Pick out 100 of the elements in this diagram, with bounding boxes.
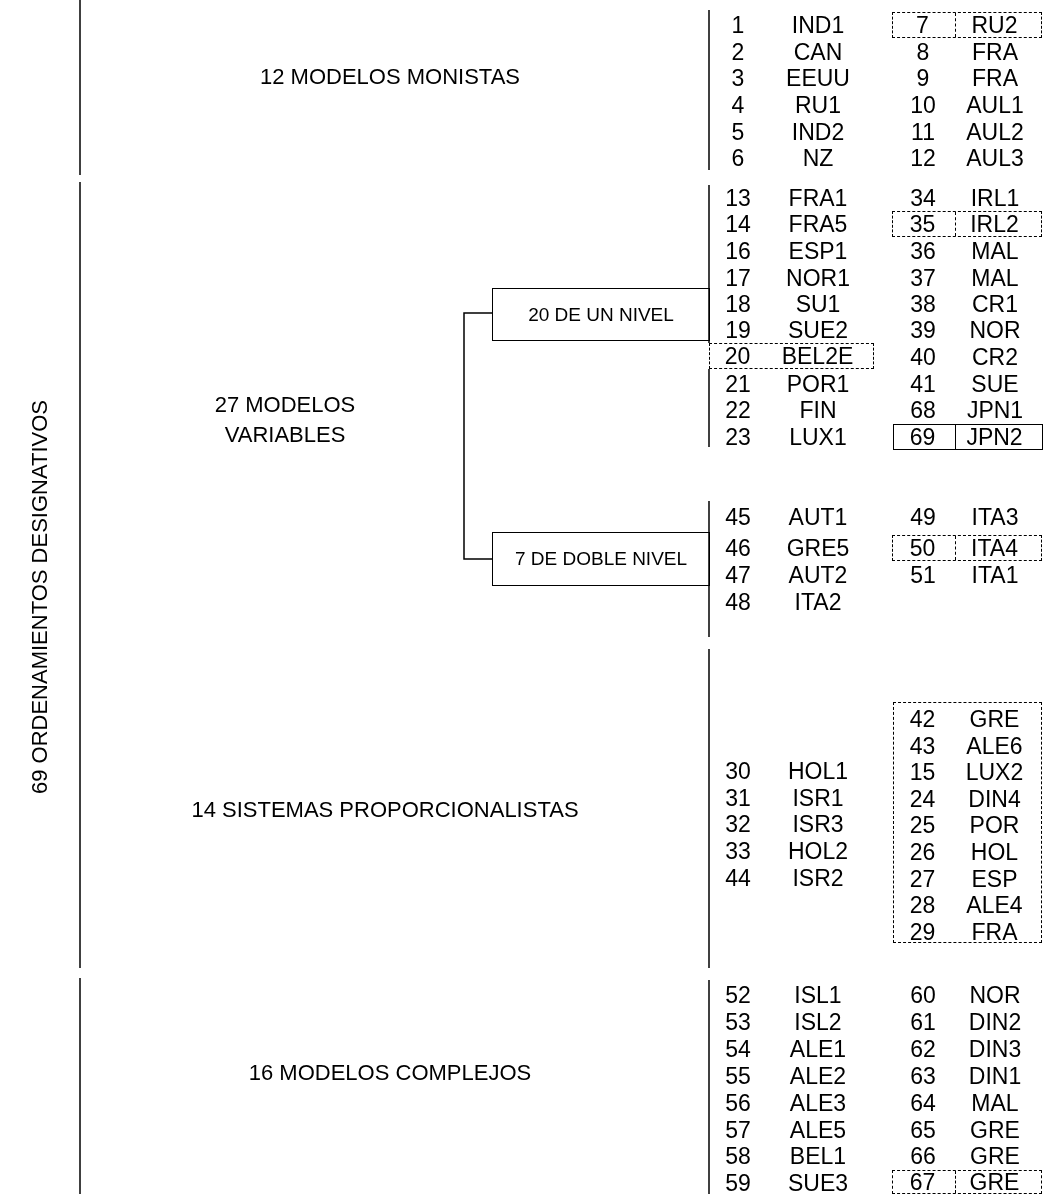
- row-number: 6: [730, 145, 746, 171]
- country-code: HOL2: [786, 838, 850, 864]
- row-number: 35: [908, 210, 937, 237]
- country-code: ITA1: [970, 562, 1020, 588]
- row-number: 51: [909, 562, 937, 588]
- row-number: 34: [909, 185, 937, 211]
- country-code: FIN: [798, 397, 838, 423]
- country-code: GRE: [969, 1143, 1021, 1170]
- row-number: 38: [909, 291, 937, 317]
- country-code: POR1: [785, 371, 851, 397]
- row-number: 18: [724, 291, 752, 317]
- country-code: ISL1: [793, 982, 843, 1008]
- row-number: 63: [909, 1062, 937, 1089]
- country-code: AUL3: [965, 145, 1025, 171]
- row-number: 28: [908, 892, 937, 919]
- row-number: 31: [724, 785, 752, 811]
- group-heading: 16 MODELOS COMPLEJOS: [247, 1059, 533, 1087]
- row-number: 61: [909, 1008, 937, 1035]
- country-code: RU2: [970, 11, 1019, 38]
- row-number: 45: [724, 504, 752, 530]
- country-code: CR2: [971, 344, 1019, 370]
- country-code: AUT1: [787, 504, 849, 530]
- country-code: SU1: [794, 291, 842, 317]
- country-code: MAL: [970, 1089, 1020, 1116]
- country-code: ISL2: [793, 1008, 843, 1035]
- row-number: 12: [909, 145, 937, 171]
- country-code: GRE: [969, 1116, 1021, 1143]
- country-code: ISR3: [791, 811, 845, 837]
- country-code: HOL: [969, 839, 1020, 865]
- country-code: ALE3: [788, 1089, 848, 1116]
- vertical-title: 69 ORDENAMIENTOS DESIGNATIVOS: [26, 399, 53, 797]
- row-number: 23: [724, 424, 752, 450]
- row-number: 41: [909, 371, 937, 397]
- row-number: 54: [724, 1035, 752, 1062]
- row-number: 2: [730, 39, 746, 65]
- row-number: 66: [909, 1143, 937, 1170]
- country-code: SUE2: [786, 317, 850, 343]
- highlight-frame: [892, 211, 1042, 237]
- row-number: 42: [908, 706, 937, 732]
- country-code: ITA2: [793, 589, 843, 615]
- row-number: 39: [909, 317, 937, 343]
- country-code: LUX2: [964, 759, 1025, 786]
- row-number: 43: [908, 732, 937, 759]
- country-code: GRE5: [785, 535, 851, 561]
- country-code: BEL1: [788, 1143, 848, 1170]
- row-number: 17: [724, 265, 752, 291]
- group-heading: 14 SISTEMAS PROPORCIONALISTAS: [190, 796, 580, 824]
- country-code: GRE: [968, 1168, 1021, 1194]
- group-heading: 12 MODELOS MONISTAS: [259, 63, 521, 91]
- country-code: POR: [968, 812, 1021, 839]
- highlight-frame: [709, 343, 874, 369]
- row-number: 25: [908, 812, 937, 839]
- country-code: AUL1: [965, 92, 1025, 118]
- category-label: 20 DE UN NIVEL: [527, 302, 675, 327]
- country-code: DIN3: [967, 1035, 1023, 1062]
- country-code: FRA: [971, 39, 1019, 65]
- row-number: 19: [724, 317, 752, 343]
- country-code: BEL2E: [780, 342, 855, 369]
- row-number: 7: [915, 11, 930, 38]
- country-code: FRA: [970, 918, 1019, 945]
- row-number: 37: [909, 265, 937, 291]
- country-code: JPN2: [965, 423, 1024, 450]
- country-code: ALE1: [788, 1035, 848, 1062]
- row-number: 14: [724, 211, 752, 237]
- country-code: AUT2: [787, 562, 849, 588]
- row-number: 69: [908, 423, 937, 450]
- country-code: HOL1: [786, 758, 850, 784]
- country-code: ISR1: [791, 785, 845, 811]
- country-code: DIN4: [967, 785, 1022, 812]
- row-number: 32: [724, 811, 752, 837]
- country-code: FRA5: [787, 211, 849, 237]
- country-code: GRE: [968, 706, 1021, 732]
- country-code: LUX1: [788, 424, 848, 450]
- row-number: 15: [908, 759, 937, 786]
- row-number: 52: [724, 982, 752, 1008]
- row-number: 60: [909, 982, 937, 1008]
- country-code: IRL1: [969, 185, 1021, 211]
- highlight-frame: [893, 424, 1043, 450]
- row-number: 30: [724, 758, 752, 784]
- country-code: CAN: [792, 39, 844, 65]
- country-code: ITA4: [970, 534, 1019, 561]
- category-label: 7 DE DOBLE NIVEL: [513, 547, 689, 571]
- row-number: 47: [724, 562, 752, 588]
- highlight-frame: [892, 535, 1042, 561]
- row-number: 59: [724, 1170, 752, 1194]
- country-code: IND1: [790, 12, 846, 38]
- row-number: 50: [908, 534, 937, 561]
- country-code: ESP: [970, 865, 1019, 892]
- row-number: 1: [730, 12, 746, 38]
- row-number: 57: [724, 1116, 752, 1143]
- country-code: DIN2: [967, 1008, 1023, 1035]
- country-code: SUE: [970, 371, 1020, 397]
- row-number: 64: [909, 1089, 937, 1116]
- country-code: NZ: [801, 145, 835, 171]
- country-code: EEUU: [785, 65, 851, 91]
- country-code: IRL2: [969, 210, 1020, 237]
- row-number: 44: [724, 865, 752, 891]
- country-code: RU1: [794, 92, 842, 118]
- row-number: 49: [909, 504, 937, 530]
- country-code: ALE4: [965, 892, 1024, 919]
